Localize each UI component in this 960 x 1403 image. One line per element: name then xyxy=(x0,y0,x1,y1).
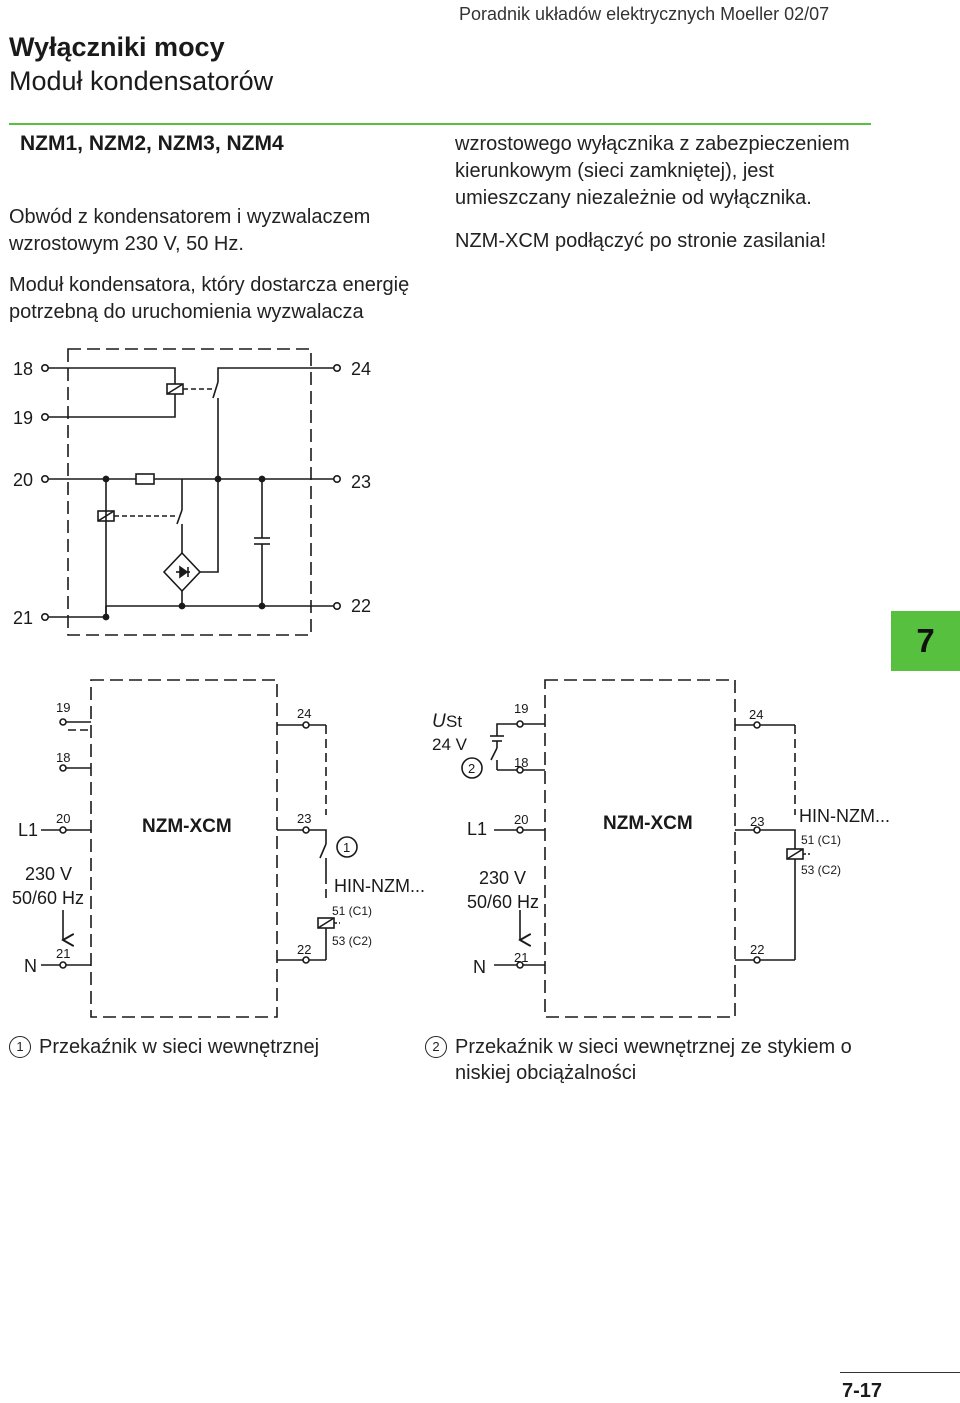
term-21-label: 21 xyxy=(13,608,33,628)
r-voltage-label: 230 V xyxy=(479,868,526,888)
r-term-20: 20 xyxy=(514,812,528,827)
r-module-label: NZM-XCM xyxy=(603,813,693,834)
legend-item-2: 2 Przekaźnik w sieci wewnętrznej ze styki… xyxy=(425,1034,865,1086)
module-internal-circuit xyxy=(40,348,341,636)
r-term-22: 22 xyxy=(750,942,764,957)
r-marker-2: 2 xyxy=(468,761,475,776)
r-ust-u: U xyxy=(432,711,446,732)
continued-paragraph: wzrostowego wyłącznika z zabezpieczeniem… xyxy=(455,133,850,209)
l-neutral-label: N xyxy=(24,956,37,976)
legend-marker-2: 2 xyxy=(425,1036,447,1058)
warning-paragraph: NZM-XCM podłączyć po stronie zasilania! xyxy=(455,230,827,252)
left-wiring-diagram xyxy=(41,679,358,1018)
l-contact-c2: 53 (C2) xyxy=(332,934,372,948)
l-relay-label: HIN-NZM... xyxy=(334,876,425,896)
l-module-label: NZM-XCM xyxy=(142,816,232,837)
page-number: 7-17 xyxy=(842,1380,883,1402)
right-module-frame xyxy=(544,679,736,1018)
r-term-19: 19 xyxy=(514,701,528,716)
r-ust-st: St xyxy=(446,712,462,731)
chapter-tab: 7 xyxy=(891,611,960,671)
r-frequency-label: 50/60 Hz xyxy=(467,892,539,912)
l-frequency-label: 50/60 Hz xyxy=(12,888,84,908)
l-term-21: 21 xyxy=(56,946,70,961)
description-paragraph: Moduł kondensatora, który dostarcza ener… xyxy=(9,274,410,323)
page-title: Wyłączniki mocy xyxy=(9,32,225,62)
term-23-label: 23 xyxy=(351,472,371,492)
legend-item-1: 1 Przekaźnik w sieci wewnętrznej xyxy=(9,1034,319,1060)
l-term-20: 20 xyxy=(56,811,70,826)
l-term-23: 23 xyxy=(297,811,311,826)
term-18-label: 18 xyxy=(13,359,33,379)
r-term-18: 18 xyxy=(514,755,528,770)
r-phase-label: L1 xyxy=(467,819,487,839)
l-term-22: 22 xyxy=(297,942,311,957)
r-term-23: 23 xyxy=(750,814,764,829)
r-term-24: 24 xyxy=(749,707,763,722)
r-contact-c2: 53 (C2) xyxy=(801,863,841,877)
term-20-label: 20 xyxy=(13,470,33,490)
l-term-18: 18 xyxy=(56,750,70,765)
page-subtitle: Moduł kondensatorów xyxy=(9,66,274,96)
intro-paragraph: Obwód z kondensatorem i wyzwalaczem wzro… xyxy=(9,206,371,255)
section-divider xyxy=(9,123,871,125)
l-phase-label: L1 xyxy=(18,820,38,840)
model-heading: NZM1, NZM2, NZM3, NZM4 xyxy=(20,132,284,155)
left-module-frame xyxy=(90,679,278,1018)
term-22-label: 22 xyxy=(351,596,371,616)
l-term-19: 19 xyxy=(56,700,70,715)
footer-rule xyxy=(840,1372,960,1373)
right-wiring-diagram xyxy=(461,679,810,1018)
module-frame xyxy=(67,348,312,636)
r-contact-c1: 51 (C1) xyxy=(801,833,841,847)
l-voltage-label: 230 V xyxy=(25,864,72,884)
legend-text-2: Przekaźnik w sieci wewnętrznej ze stykie… xyxy=(455,1036,852,1084)
l-contact-c1: 51 (C1) xyxy=(332,904,372,918)
term-24-label: 24 xyxy=(351,359,371,379)
r-term-21: 21 xyxy=(514,950,528,965)
publication-header: Poradnik układów elektrycznych Moeller 0… xyxy=(459,4,830,24)
l-marker-1: 1 xyxy=(343,840,350,855)
left-column: Obwód z kondensatorem i wyzwalaczem wzro… xyxy=(9,204,429,326)
r-relay-label: HIN-NZM... xyxy=(799,806,890,826)
r-ust-voltage: 24 V xyxy=(432,735,468,754)
l-term-24: 24 xyxy=(297,706,311,721)
legend-text-1: Przekaźnik w sieci wewnętrznej xyxy=(39,1036,320,1058)
r-neutral-label: N xyxy=(473,957,486,977)
legend-marker-1: 1 xyxy=(9,1036,31,1058)
term-19-label: 19 xyxy=(13,408,33,428)
